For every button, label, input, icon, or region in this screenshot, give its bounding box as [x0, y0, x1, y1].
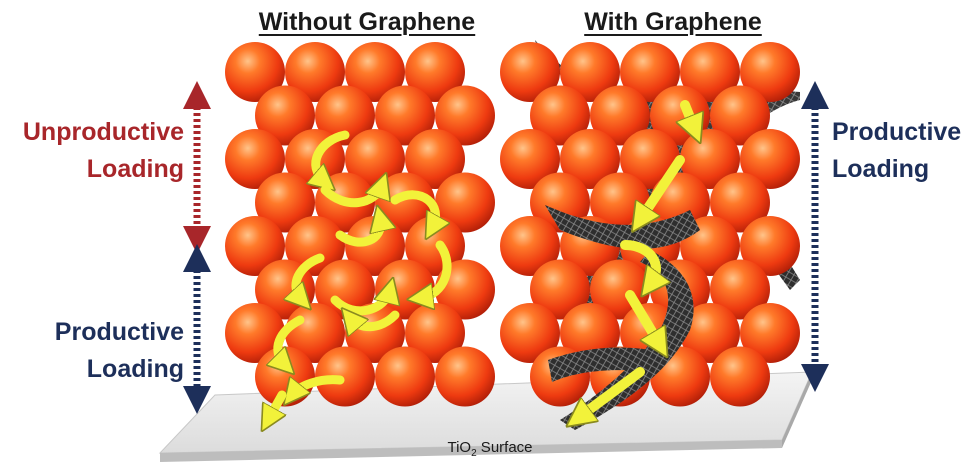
- productive-right-label-line1: Productive: [832, 114, 968, 151]
- productive-left-label-line1: Productive: [0, 314, 184, 351]
- nanoparticle-stack-without-graphene: [225, 42, 495, 407]
- surface-prefix: TiO: [447, 439, 471, 456]
- productive-right-label-line2: Loading: [832, 151, 968, 188]
- unproductive-loading-label: Unproductive Loading: [0, 114, 184, 188]
- productive-loading-label-left: Productive Loading: [0, 314, 184, 388]
- title-with-graphene: With Graphene: [542, 8, 804, 37]
- nanoparticle-sphere: [375, 347, 435, 407]
- productive-left-label-line2: Loading: [0, 351, 184, 388]
- productive-loading-label-right: Productive Loading: [832, 114, 968, 188]
- nanoparticle-sphere: [710, 347, 770, 407]
- tio2-surface-label: TiO2 Surface: [400, 439, 580, 459]
- title-without-graphene: Without Graphene: [236, 8, 498, 37]
- nanoparticle-sphere: [435, 347, 495, 407]
- unproductive-label-line2: Loading: [0, 151, 184, 188]
- surface-suffix: Surface: [477, 439, 533, 456]
- unproductive-label-line1: Unproductive: [0, 114, 184, 151]
